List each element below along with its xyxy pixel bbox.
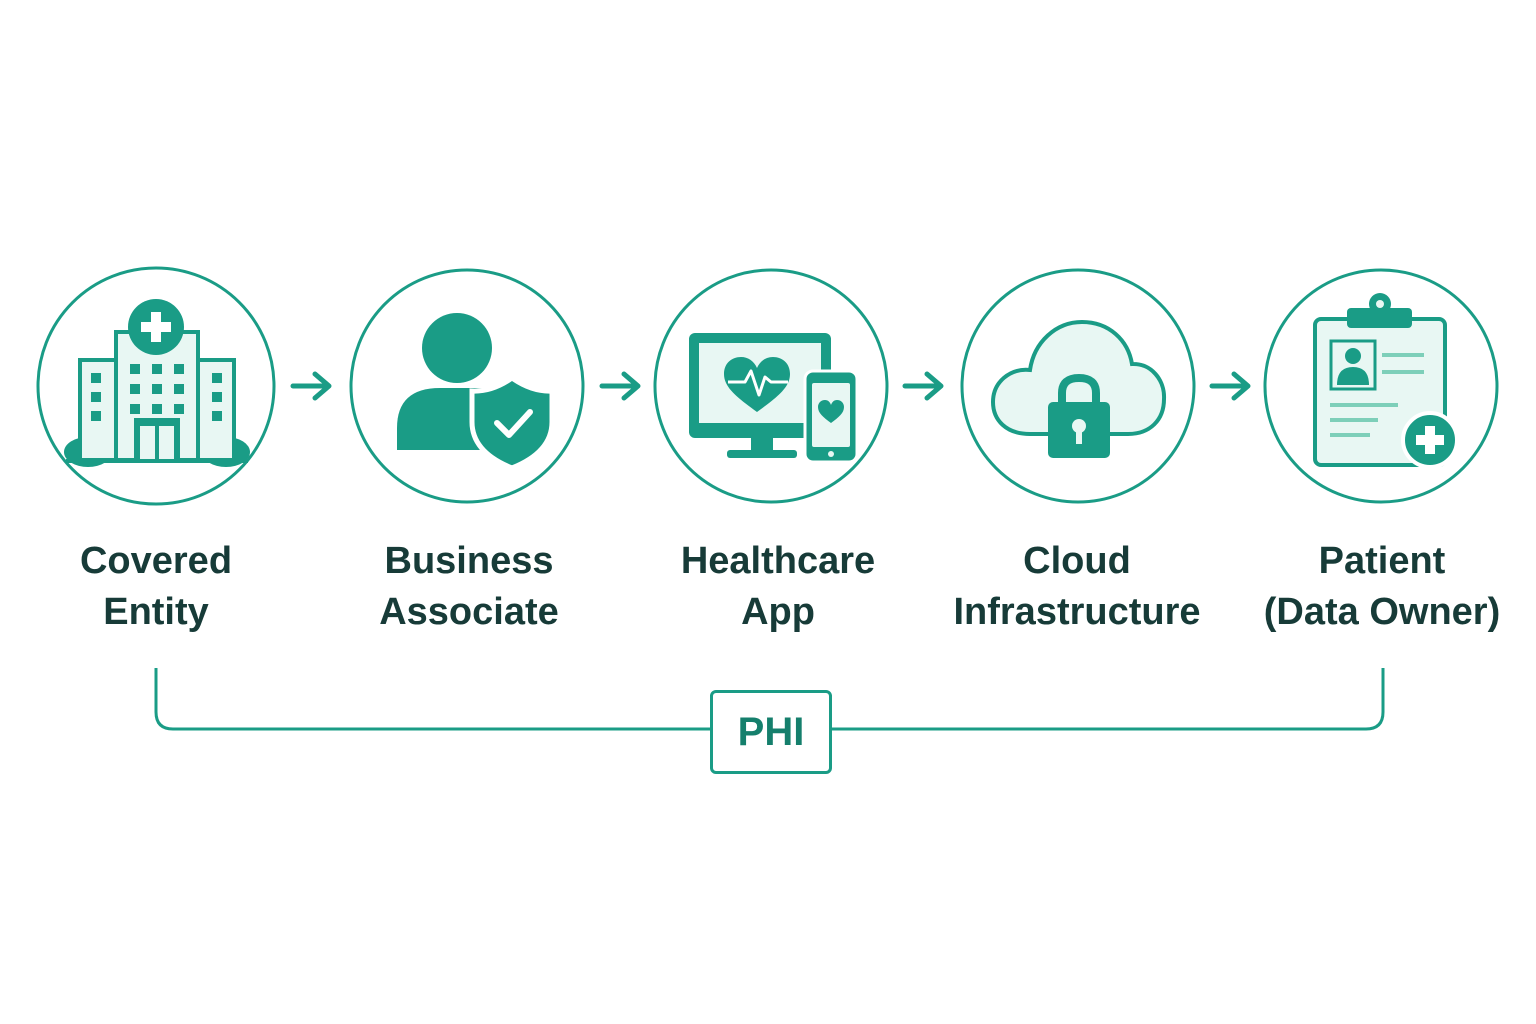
- flow-arrow-4: [1209, 371, 1251, 401]
- label-line: (Data Owner): [1263, 591, 1501, 633]
- flow-arrow-3: [902, 371, 944, 401]
- monitor-phone-heart-icon: [689, 333, 859, 464]
- node-label-business-associate: Business Associate: [309, 536, 629, 638]
- node-label-patient-data-owner: Patient (Data Owner): [1222, 536, 1536, 638]
- label-line: Infrastructure: [953, 591, 1201, 633]
- cloud-lock-icon: [990, 319, 1167, 458]
- label-line: Healthcare: [680, 540, 876, 582]
- node-label-cloud-infrastructure: Cloud Infrastructure: [917, 536, 1237, 638]
- node-label-healthcare-app: Healthcare App: [618, 536, 938, 638]
- node-circle-business-associate: [349, 268, 585, 504]
- label-line: Covered: [79, 540, 233, 582]
- clipboard-medical-record-icon: [1313, 293, 1459, 469]
- label-line: Entity: [103, 591, 209, 633]
- label-line: Patient: [1318, 540, 1446, 582]
- phi-label: PHI: [737, 709, 805, 754]
- person-shield-icon: [397, 313, 555, 471]
- phi-label-box: PHI: [710, 690, 832, 774]
- label-line: App: [741, 591, 815, 633]
- label-line: Business: [384, 540, 554, 582]
- label-line: Cloud: [1023, 540, 1131, 582]
- flow-arrow-1: [290, 371, 332, 401]
- hospital-building-icon: [64, 299, 250, 467]
- node-label-covered-entity: Covered Entity: [0, 536, 316, 638]
- flow-arrow-2: [599, 371, 641, 401]
- label-line: Associate: [379, 591, 559, 633]
